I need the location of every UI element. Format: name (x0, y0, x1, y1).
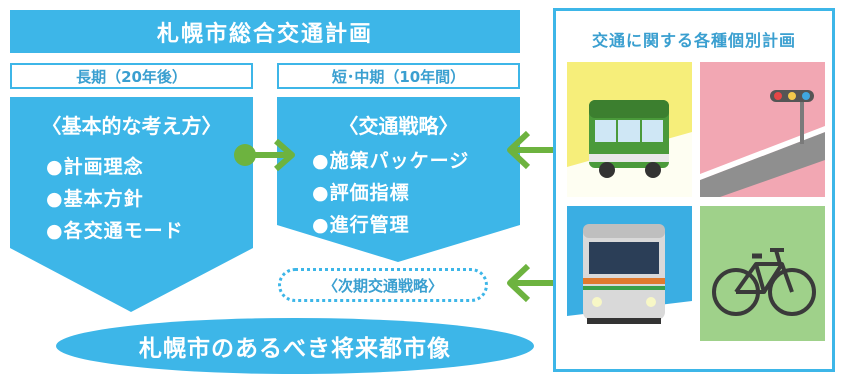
mid-term-label-text: 短･中期（10年間） (331, 67, 466, 86)
mid-term-label: 短･中期（10年間） (277, 63, 520, 89)
bus-tile (567, 62, 692, 197)
bicycle-tile (700, 206, 825, 341)
mid-term-pentagon (277, 97, 520, 262)
road-tile (700, 62, 825, 197)
long-term-item: ●計画理念 (46, 156, 144, 178)
next-strategy-box: 〈次期交通戦略〉 (278, 268, 488, 302)
mid-term-heading: 〈交通戦略〉 (338, 114, 459, 138)
long-term-label: 長期（20年後） (10, 63, 253, 89)
connector-arrow-icon (234, 138, 295, 172)
mid-term-item: ●施策パッケージ (312, 150, 470, 172)
mid-term-item: ●評価指標 (312, 182, 410, 204)
future-vision-text: 札幌市のあるべき将来都市像 (139, 336, 451, 362)
plan-title: 札幌市総合交通計画 (156, 21, 373, 47)
bus-icon (567, 100, 692, 197)
individual-plans-title: 交通に関する各種個別計画 (591, 31, 796, 50)
train-tile (567, 206, 692, 341)
long-term-item: ●基本方針 (46, 188, 144, 210)
road-traffic-light-icon (700, 90, 825, 197)
long-term-pentagon (10, 97, 253, 312)
next-strategy-text: 〈次期交通戦略〉 (322, 276, 443, 295)
plan-title-bar: 札幌市総合交通計画 (10, 10, 520, 53)
train-icon (567, 224, 692, 341)
future-vision-ellipse: 札幌市のあるべき将来都市像 (56, 318, 534, 374)
long-term-item: ●各交通モード (46, 220, 184, 242)
long-term-heading: 〈基本的な考え方〉 (41, 114, 222, 138)
long-term-label-text: 長期（20年後） (76, 67, 187, 86)
mid-term-item: ●進行管理 (312, 214, 410, 236)
bicycle-icon (712, 248, 816, 316)
